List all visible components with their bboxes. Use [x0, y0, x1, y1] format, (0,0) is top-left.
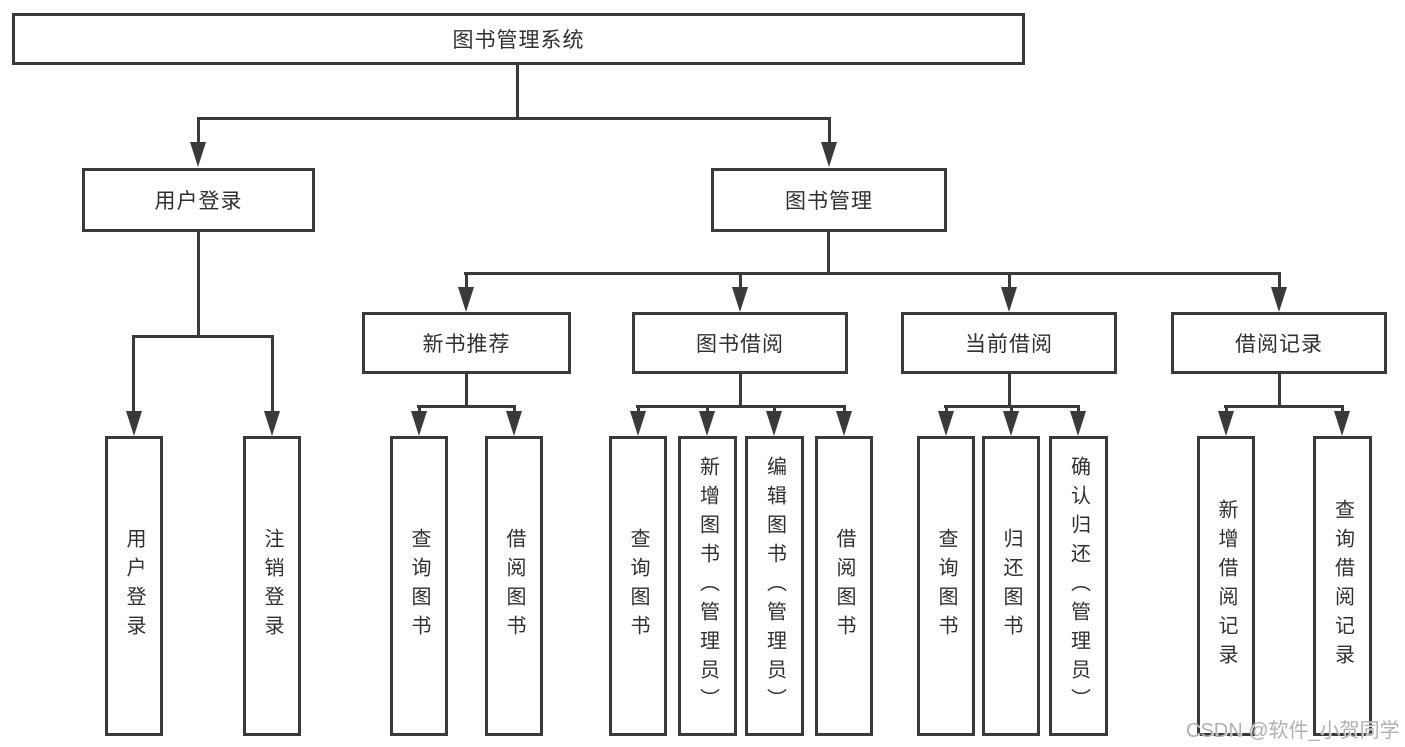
edge-stem-leaf — [773, 405, 776, 414]
node-leaf-query-books-current: 查询图书 — [917, 436, 975, 736]
node-leaf-borrow-books-recommend: 借阅图书 — [485, 436, 543, 736]
node-leaf-confirm-return-admin: 确认归还（管理员） — [1049, 436, 1108, 736]
node-label: 图书管理 — [785, 190, 873, 213]
edge-stem-leaf — [271, 335, 274, 412]
edge-stem-book-management — [828, 117, 831, 143]
node-label: 注销登录 — [261, 528, 283, 644]
arrow-down-icon — [699, 411, 715, 436]
arrow-down-icon — [458, 287, 474, 312]
edge-records-down — [1278, 374, 1281, 405]
node-leaf-borrow-books-borrow: 借阅图书 — [815, 436, 873, 736]
node-label: 查询图书 — [408, 528, 430, 644]
node-label: 新增图书（管理员） — [696, 455, 719, 717]
node-borrow-records: 借阅记录 — [1171, 312, 1387, 374]
edge-stem-leaf — [1077, 405, 1080, 414]
node-label: 借阅记录 — [1235, 333, 1323, 356]
node-leaf-add-books-admin: 新增图书（管理员） — [678, 436, 737, 736]
node-label: 新增借阅记录 — [1215, 499, 1237, 673]
edge-stem-leaf — [945, 405, 948, 414]
edge-stem-leaf — [418, 405, 421, 414]
edge-stem-user-login — [197, 117, 200, 143]
edge-recommend-down — [465, 374, 468, 405]
node-label: 确认归还（管理员） — [1067, 455, 1090, 717]
node-book-borrow: 图书借阅 — [632, 312, 848, 374]
csdn-watermark: CSDN @软件_小贺同学 — [1186, 720, 1400, 742]
edge-root-bar — [197, 117, 831, 120]
node-label: 查询图书 — [627, 528, 649, 644]
node-label: 新书推荐 — [422, 333, 511, 356]
arrow-down-icon — [630, 411, 646, 436]
node-label: 查询借阅记录 — [1331, 499, 1354, 673]
edge-borrow-down — [739, 374, 742, 405]
arrow-down-icon — [1271, 287, 1287, 312]
arrow-down-icon — [766, 411, 782, 436]
edge-stem-leaf — [706, 405, 709, 414]
arrow-down-icon — [1218, 411, 1234, 436]
node-leaf-query-books-borrow: 查询图书 — [609, 436, 667, 736]
edge-stem-l3 — [1008, 272, 1011, 290]
node-label: 编辑图书（管理员） — [763, 455, 786, 717]
edge-recommend-bar — [417, 405, 516, 408]
arrow-down-icon — [732, 287, 748, 312]
arrow-down-icon — [1003, 411, 1019, 436]
arrow-down-icon — [938, 411, 954, 436]
node-book-management: 图书管理 — [711, 168, 947, 232]
edge-stem-leaf — [1341, 405, 1344, 414]
node-label: 图书管理系统 — [452, 29, 585, 52]
node-label: 借阅图书 — [503, 528, 525, 644]
edge-stem-leaf — [132, 335, 135, 412]
node-label: 查询图书 — [935, 528, 957, 644]
node-leaf-user-login: 用户登录 — [105, 436, 163, 736]
arrow-down-icon — [264, 411, 280, 436]
node-leaf-logout: 注销登录 — [243, 436, 301, 736]
node-label: 用户登录 — [154, 190, 243, 213]
edge-stem-leaf — [637, 405, 640, 414]
node-library-management-system: 图书管理系统 — [12, 13, 1025, 65]
edge-stem-l3 — [1278, 272, 1281, 290]
arrow-down-icon — [836, 411, 852, 436]
node-new-book-recommend: 新书推荐 — [362, 312, 571, 374]
edge-stem-leaf — [1010, 405, 1013, 414]
node-leaf-edit-books-admin: 编辑图书（管理员） — [745, 436, 804, 736]
node-label: 用户登录 — [123, 528, 145, 644]
edge-root-down — [516, 65, 519, 117]
node-current-borrow: 当前借阅 — [901, 312, 1117, 374]
edge-stem-l3 — [739, 272, 742, 290]
arrow-down-icon — [190, 142, 206, 167]
edge-records-bar — [1224, 405, 1344, 408]
edge-stem-leaf — [843, 405, 846, 414]
arrow-down-icon — [1334, 411, 1350, 436]
edge-borrow-bar — [636, 405, 846, 408]
arrow-down-icon — [1070, 411, 1086, 436]
edge-userlogin-bar — [132, 335, 274, 338]
arrow-down-icon — [506, 411, 522, 436]
node-leaf-return-books: 归还图书 — [982, 436, 1040, 736]
edge-bookmgmt-down — [827, 232, 830, 272]
arrow-down-icon — [821, 142, 837, 167]
arrow-down-icon — [126, 411, 142, 436]
node-leaf-add-borrow-record: 新增借阅记录 — [1197, 436, 1255, 736]
node-user-login: 用户登录 — [82, 168, 315, 232]
arrow-down-icon — [411, 411, 427, 436]
node-label: 当前借阅 — [965, 333, 1053, 356]
edge-stem-l3 — [465, 272, 468, 290]
node-label: 借阅图书 — [833, 528, 855, 644]
node-leaf-query-books-recommend: 查询图书 — [390, 436, 448, 736]
edge-stem-leaf — [513, 405, 516, 414]
node-label: 归还图书 — [1000, 528, 1022, 644]
edge-bookmgmt-bar — [464, 272, 1281, 275]
edge-userlogin-down — [197, 232, 200, 335]
node-leaf-query-borrow-record: 查询借阅记录 — [1313, 436, 1372, 736]
edge-stem-leaf — [1225, 405, 1228, 414]
arrow-down-icon — [1001, 287, 1017, 312]
node-label: 图书借阅 — [696, 333, 784, 356]
edge-current-down — [1008, 374, 1011, 405]
